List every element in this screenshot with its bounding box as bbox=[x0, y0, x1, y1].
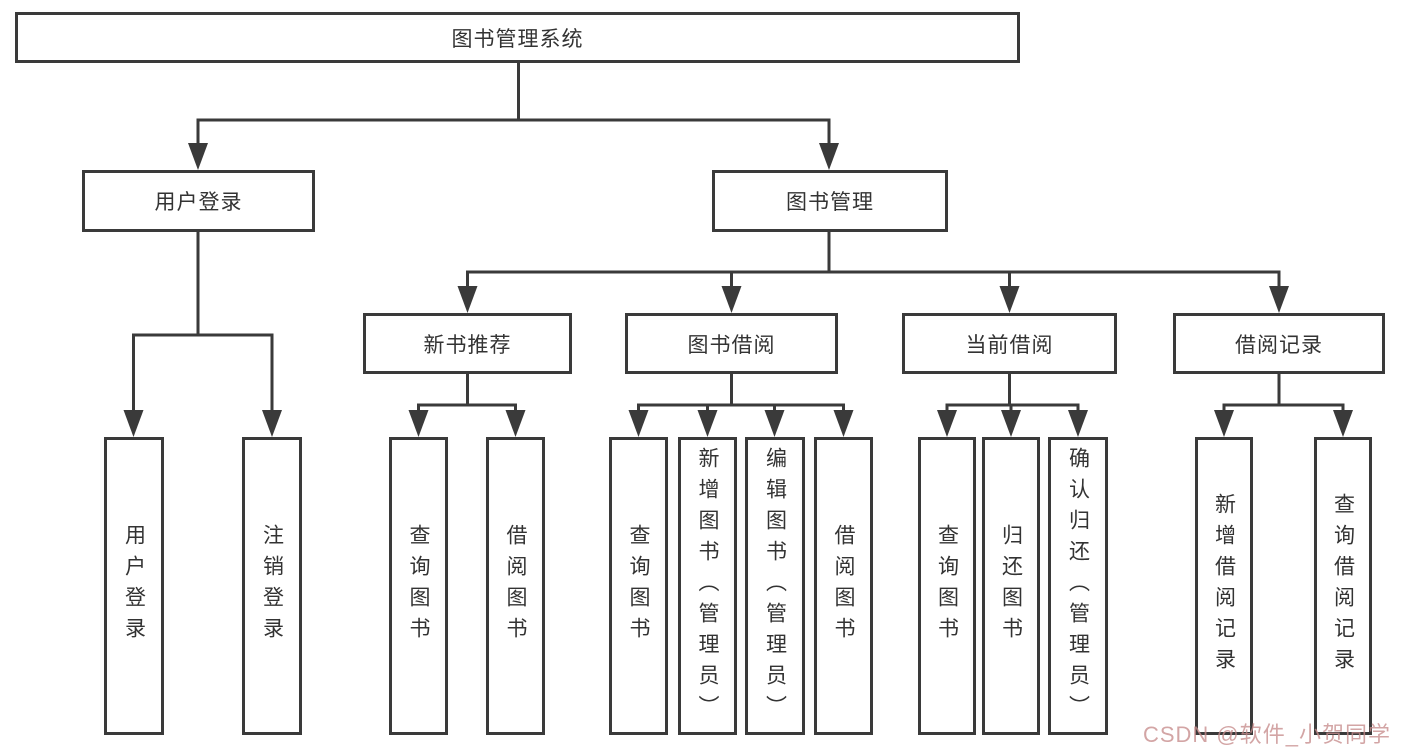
leaf-recommend-query-books-label: 查询图书 bbox=[407, 524, 430, 648]
node-current-borrowing: 当前借阅 bbox=[902, 313, 1117, 374]
leaf-borrowing-borrow-books-label: 借阅图书 bbox=[832, 524, 855, 648]
node-book-management: 图书管理 bbox=[712, 170, 948, 232]
node-root: 图书管理系统 bbox=[15, 12, 1020, 63]
leaf-borrowing-borrow-books: 借阅图书 bbox=[814, 437, 873, 735]
leaf-logout-label: 注销登录 bbox=[260, 524, 284, 648]
leaf-recommend-borrow-books-label: 借阅图书 bbox=[504, 524, 527, 648]
node-current-borrowing-label: 当前借阅 bbox=[965, 333, 1054, 357]
node-user-login-label: 用户登录 bbox=[154, 191, 243, 214]
node-new-book-recommend-label: 新书推荐 bbox=[423, 333, 512, 357]
node-book-borrowing-label: 图书借阅 bbox=[687, 333, 776, 357]
leaf-borrowing-edit-books-admin-label: 编辑图书（管理员） bbox=[763, 446, 787, 726]
leaf-borrowing-query-books: 查询图书 bbox=[609, 437, 668, 735]
node-book-management-label: 图书管理 bbox=[786, 191, 874, 214]
node-borrow-records-label: 借阅记录 bbox=[1235, 333, 1323, 357]
leaf-current-confirm-return-admin-label: 确认归还（管理员） bbox=[1066, 446, 1090, 726]
leaf-user-login-label: 用户登录 bbox=[122, 524, 146, 648]
leaf-current-return-books-label: 归还图书 bbox=[999, 524, 1023, 648]
leaf-records-query-record: 查询借阅记录 bbox=[1314, 437, 1372, 735]
node-user-login: 用户登录 bbox=[82, 170, 315, 232]
leaf-current-confirm-return-admin: 确认归还（管理员） bbox=[1048, 437, 1108, 735]
leaf-recommend-query-books: 查询图书 bbox=[389, 437, 448, 735]
leaf-records-add-record: 新增借阅记录 bbox=[1195, 437, 1253, 735]
leaf-borrowing-edit-books-admin: 编辑图书（管理员） bbox=[745, 437, 805, 735]
leaf-records-query-record-label: 查询借阅记录 bbox=[1331, 493, 1355, 679]
leaf-borrowing-query-books-label: 查询图书 bbox=[627, 524, 650, 648]
leaf-current-query-books: 查询图书 bbox=[918, 437, 976, 735]
leaf-logout: 注销登录 bbox=[242, 437, 302, 735]
leaf-borrowing-add-books-admin-label: 新增图书（管理员） bbox=[696, 446, 719, 726]
leaf-current-query-books-label: 查询图书 bbox=[935, 524, 959, 648]
leaf-current-return-books: 归还图书 bbox=[982, 437, 1040, 735]
node-borrow-records: 借阅记录 bbox=[1173, 313, 1385, 374]
watermark: CSDN @软件_小贺同学 bbox=[1142, 722, 1391, 747]
leaf-borrowing-add-books-admin: 新增图书（管理员） bbox=[678, 437, 737, 735]
node-new-book-recommend: 新书推荐 bbox=[363, 313, 572, 374]
leaf-recommend-borrow-books: 借阅图书 bbox=[486, 437, 545, 735]
node-book-borrowing: 图书借阅 bbox=[625, 313, 838, 374]
node-root-label: 图书管理系统 bbox=[451, 27, 584, 51]
leaf-records-add-record-label: 新增借阅记录 bbox=[1212, 493, 1236, 679]
leaf-user-login: 用户登录 bbox=[104, 437, 164, 735]
arrowheads bbox=[123, 143, 1353, 437]
